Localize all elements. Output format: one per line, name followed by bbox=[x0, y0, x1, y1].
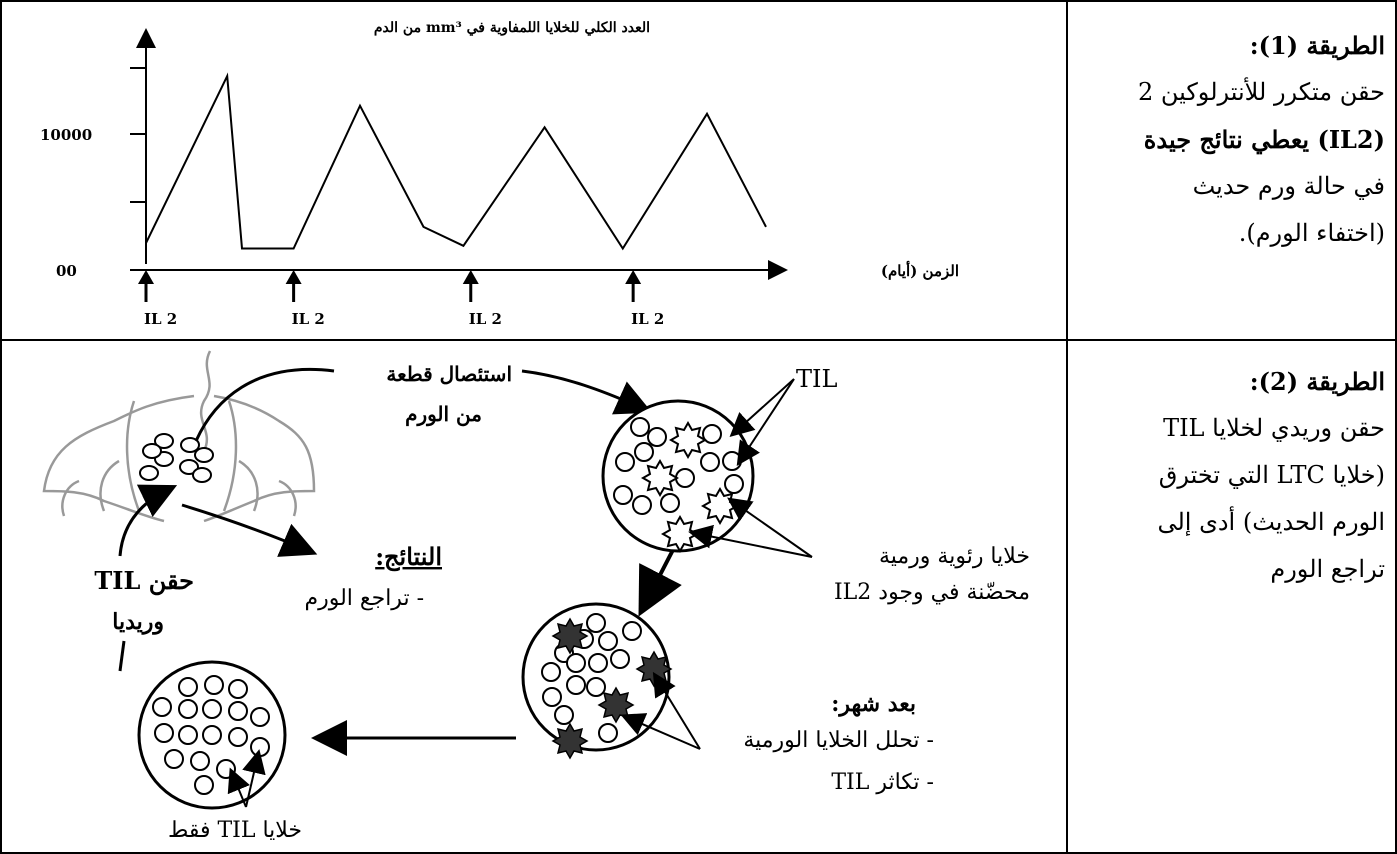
lymphocyte-chart: 10000 00 العدد الكلي للخلايا اللمفاوية ف… bbox=[40, 20, 959, 328]
method1-line: في حالة ورم حديث bbox=[1192, 172, 1385, 200]
pointer-lysis-1 bbox=[652, 671, 701, 750]
dish3-til-cells bbox=[152, 675, 270, 795]
dish2-til-cells bbox=[541, 613, 642, 743]
method1-line: (اختفاء الورم). bbox=[1238, 219, 1385, 247]
label-cultured-cells-2: محضّنة في وجود IL2 bbox=[834, 580, 1030, 605]
injection-label: IL 2 bbox=[144, 310, 177, 328]
arrow-down bbox=[638, 543, 682, 617]
injection-label: IL 2 bbox=[292, 310, 325, 328]
injection-arrow-head bbox=[462, 270, 479, 284]
method1-line: (IL2) يعطي نتائج جيدة bbox=[1143, 125, 1385, 154]
label-after-month: بعد شهر: bbox=[831, 691, 916, 717]
injection-label: IL 2 bbox=[469, 310, 502, 328]
method1-text: الطريقة (1): حقن متكرر للأنترلوكين 2 (IL… bbox=[1085, 22, 1385, 257]
arrow-results bbox=[181, 503, 318, 557]
y-axis-label: العدد الكلي للخلايا اللمفاوية في mm³ من … bbox=[374, 20, 650, 36]
method2-text: الطريقة (2): حقن وريدي لخلايا TIL (خلايا… bbox=[1085, 358, 1385, 593]
injection-arrow-head bbox=[138, 270, 154, 284]
label-til: TIL bbox=[796, 365, 837, 393]
injection-label: IL 2 bbox=[631, 310, 664, 328]
arrow-to-culture bbox=[521, 369, 653, 415]
label-results-item: - تراجع الورم bbox=[304, 586, 424, 611]
chart-series-line bbox=[145, 72, 767, 251]
til-procedure-diagram: استئصال قطعة من الورم TIL خلايا رئوية ور… bbox=[42, 350, 1030, 843]
injection-markers: IL 2 IL 2 IL 2 IL 2 bbox=[138, 270, 664, 328]
label-excision-1: استئصال قطعة bbox=[386, 362, 512, 386]
label-injection-2: وريديا bbox=[112, 609, 164, 635]
label-excision-2: من الورم bbox=[405, 402, 482, 427]
method2-line: تراجع الورم bbox=[1270, 555, 1385, 583]
pointer-til-2 bbox=[736, 378, 795, 467]
label-injection-1: حقن TIL bbox=[94, 566, 194, 596]
dish1-til-cells bbox=[613, 417, 744, 515]
method2-line: حقن وريدي لخلايا TIL bbox=[1163, 414, 1385, 442]
label-cultured-cells-1: خلايا رئوية ورمية bbox=[879, 544, 1030, 569]
y-tick-label-10000: 10000 bbox=[40, 126, 92, 144]
injection-line bbox=[118, 640, 126, 672]
method2-cell bbox=[1066, 339, 1397, 854]
lungs-icon bbox=[42, 350, 316, 523]
pointer-only-til-2 bbox=[227, 767, 250, 808]
arrow-excision bbox=[194, 368, 335, 442]
label-results-title: النتائج: bbox=[375, 542, 442, 572]
pointer-til-1 bbox=[729, 378, 795, 438]
pointer-lysis-2 bbox=[620, 713, 701, 750]
tumor-cells-in-lung bbox=[139, 433, 214, 483]
method2-title: الطريقة (2): bbox=[1249, 367, 1385, 396]
pointer-only-til-1 bbox=[242, 749, 266, 808]
label-after-month-item1: - تحلل الخلايا الورمية bbox=[743, 728, 934, 753]
x-axis-label: الزمن (أيام) bbox=[881, 260, 959, 280]
arrow-injection bbox=[118, 484, 178, 557]
label-only-til: خلايا TIL فقط bbox=[168, 818, 302, 843]
pointer-tumor-2 bbox=[688, 524, 813, 558]
y-tick-label-0: 00 bbox=[56, 262, 77, 280]
injection-arrow-head bbox=[625, 270, 642, 284]
method1-title: الطريقة (1): bbox=[1249, 31, 1385, 60]
method2-line: (خلايا LTC التي تخترق bbox=[1158, 461, 1385, 489]
label-after-month-item2: - تكاثر TIL bbox=[831, 770, 934, 795]
method1-line: حقن متكرر للأنترلوكين 2 bbox=[1137, 78, 1385, 106]
pointer-tumor-1 bbox=[727, 497, 813, 558]
injection-arrow-head bbox=[285, 270, 302, 284]
method2-line: الورم الحديث) أدى إلى bbox=[1157, 508, 1385, 536]
